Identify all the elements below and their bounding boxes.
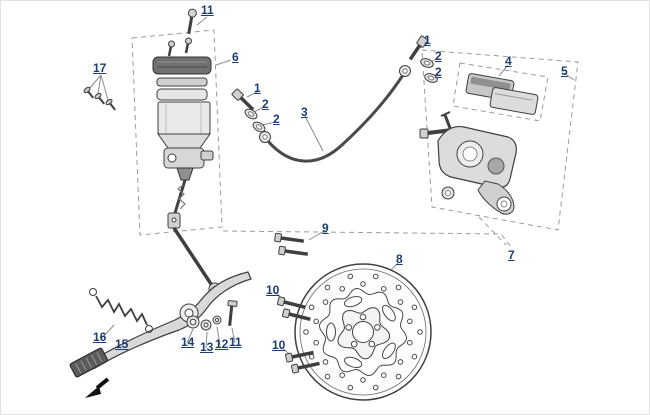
brake-pedal: [69, 271, 252, 378]
pad-kit-box: [452, 62, 549, 122]
sealing-washers-caliper: [420, 58, 438, 83]
pivot-hardware: [186, 300, 238, 331]
callout-brake-pad-kit[interactable]: 5: [561, 64, 568, 78]
callout-brake-pads[interactable]: 4: [505, 54, 512, 68]
callout-brake-hose[interactable]: 3: [301, 105, 308, 119]
callout-reservoir-bolt[interactable]: 11: [201, 3, 214, 17]
caliper-dashed-leader: [222, 230, 512, 248]
callout-pivot-bolt[interactable]: 11: [229, 335, 242, 349]
callout-sealing-washer[interactable]: 2: [435, 49, 442, 63]
callout-disc-bolts[interactable]: 10: [272, 338, 286, 352]
callout-retaining-clips[interactable]: 17: [93, 61, 107, 75]
brake-caliper: [419, 111, 517, 215]
return-spring: [89, 288, 153, 333]
caliper-banjo-bolt: [408, 35, 429, 61]
disc-bolts-upper: [276, 296, 311, 322]
caliper-group-box: [421, 49, 579, 231]
master-cylinder-group-box: [131, 29, 223, 236]
direction-arrow-icon: [85, 377, 110, 398]
callout-sealing-washer[interactable]: 2: [435, 65, 442, 79]
callout-caliper-mount-bolts[interactable]: 9: [322, 221, 329, 235]
callout-brake-disc[interactable]: 8: [396, 252, 403, 266]
caliper-dashed-leader-2: [478, 216, 507, 246]
group-boxes: [131, 29, 579, 248]
pivot-bolt: [227, 300, 238, 326]
brake-disc: [294, 263, 432, 401]
disc-hub-holes: [345, 313, 381, 348]
brake-pads: [465, 73, 539, 115]
reservoir-bolt: [187, 8, 197, 35]
callout-disc-bolts[interactable]: 10: [266, 283, 280, 297]
callout-washer[interactable]: 13: [200, 340, 214, 354]
master-cylinder-assembly: [152, 37, 214, 169]
disc-petal-cutouts: [326, 295, 396, 369]
pedal-pad: [69, 347, 108, 378]
callout-pivot-bushing[interactable]: 14: [181, 335, 195, 349]
callout-sealing-washer[interactable]: 2: [262, 97, 269, 111]
callout-master-banjo-bolt[interactable]: 1: [254, 81, 261, 95]
disc-bolts-lower: [284, 350, 320, 374]
callout-return-spring[interactable]: 16: [93, 330, 107, 344]
master-cylinder-pushrod: [167, 167, 222, 296]
callout-brake-pedal[interactable]: 15: [115, 337, 129, 351]
sealing-washers-master: [244, 108, 266, 133]
callout-master-cylinder-assembly[interactable]: 6: [232, 50, 239, 64]
brake-hose: [259, 65, 411, 163]
callout-brake-caliper[interactable]: 7: [508, 248, 515, 262]
disc-drilled-holes: [303, 273, 423, 391]
callout-spacer[interactable]: 12: [215, 337, 229, 351]
callout-sealing-washer[interactable]: 2: [273, 112, 280, 126]
retaining-clips: [83, 86, 116, 111]
caliper-mount-bolts: [274, 232, 309, 256]
callout-caliper-banjo-bolt[interactable]: 1: [424, 33, 431, 47]
master-banjo-bolt: [231, 88, 255, 111]
